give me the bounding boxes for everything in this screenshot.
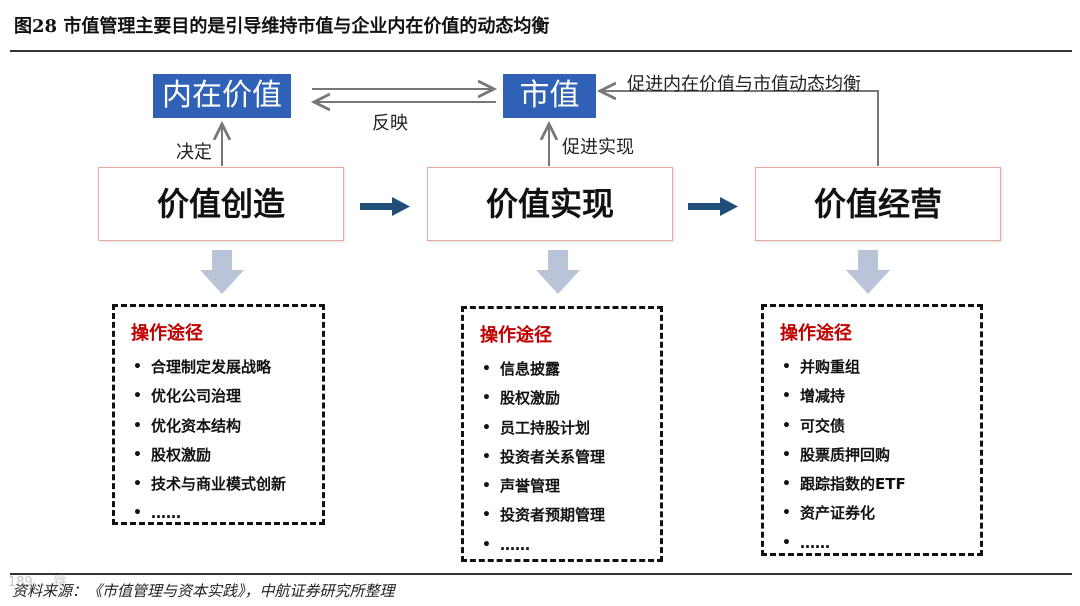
watermark: 189 ... 跳 (8, 575, 67, 590)
top-rule (10, 50, 1072, 52)
down-arrow-3 (846, 250, 890, 294)
determine-label: 决定 (176, 142, 212, 163)
list-item: 并购重组 (780, 353, 980, 383)
list-item: 合理制定发展战略 (131, 353, 322, 383)
list-item: 投资者预期管理 (480, 501, 660, 531)
promote-balance-label: 促进内在价值与市值动态均衡 (627, 74, 861, 95)
stage-value-operation: 价值经营 (755, 167, 1001, 241)
stage-value-realization: 价值实现 (427, 167, 673, 241)
arrow-promote-balance (600, 91, 879, 166)
path-list: 信息披露 股权激励 员工持股计划 投资者关系管理 声誉管理 投资者预期管理 …… (480, 355, 660, 560)
path-list: 合理制定发展战略 优化公司治理 优化资本结构 股权激励 技术与商业模式创新 …… (131, 353, 322, 529)
list-item: 优化公司治理 (131, 382, 322, 412)
path-title: 操作途径 (780, 323, 852, 344)
list-item: 增减持 (780, 382, 980, 412)
path-box-realization: 操作途径 信息披露 股权激励 员工持股计划 投资者关系管理 声誉管理 投资者预期… (461, 306, 663, 562)
stage-arrow-1 (360, 197, 410, 216)
path-title: 操作途径 (480, 325, 552, 346)
down-arrow-1 (200, 250, 244, 294)
list-item: …… (131, 499, 322, 529)
list-item: 股权激励 (480, 384, 660, 414)
list-item: 跟踪指数的ETF (780, 470, 980, 500)
path-box-operation: 操作途径 并购重组 增减持 可交债 股票质押回购 跟踪指数的ETF 资产证券化 … (761, 304, 983, 558)
list-item: 优化资本结构 (131, 412, 322, 442)
list-item: 可交债 (780, 412, 980, 442)
list-item: 技术与商业模式创新 (131, 470, 322, 500)
list-item: 员工持股计划 (480, 414, 660, 444)
down-arrow-2 (536, 250, 580, 294)
list-item: 投资者关系管理 (480, 443, 660, 473)
stage-value-creation: 价值创造 (98, 167, 344, 241)
reflect-label: 反映 (372, 113, 408, 134)
list-item: …… (480, 531, 660, 561)
market-value-tag: 市值 (503, 74, 596, 118)
stage-arrow-2 (688, 197, 738, 216)
list-item: 资产证券化 (780, 499, 980, 529)
promote-realize-label: 促进实现 (562, 137, 634, 158)
intrinsic-value-tag: 内在价值 (153, 74, 291, 118)
list-item: 股票质押回购 (780, 441, 980, 471)
figure-title: 图28 市值管理主要目的是引导维持市值与企业内在价值的动态均衡 (14, 16, 550, 37)
list-item: 信息披露 (480, 355, 660, 385)
path-box-creation: 操作途径 合理制定发展战略 优化公司治理 优化资本结构 股权激励 技术与商业模式… (112, 304, 325, 529)
source-note: 资料来源：《市值管理与资本实践》，中航证券研究所整理 (12, 582, 395, 600)
list-item: 声誉管理 (480, 472, 660, 502)
bottom-rule (10, 573, 1072, 575)
list-item: …… (780, 529, 980, 559)
path-list: 并购重组 增减持 可交债 股票质押回购 跟踪指数的ETF 资产证券化 …… (780, 353, 980, 558)
list-item: 股权激励 (131, 441, 322, 471)
path-title: 操作途径 (131, 323, 203, 344)
